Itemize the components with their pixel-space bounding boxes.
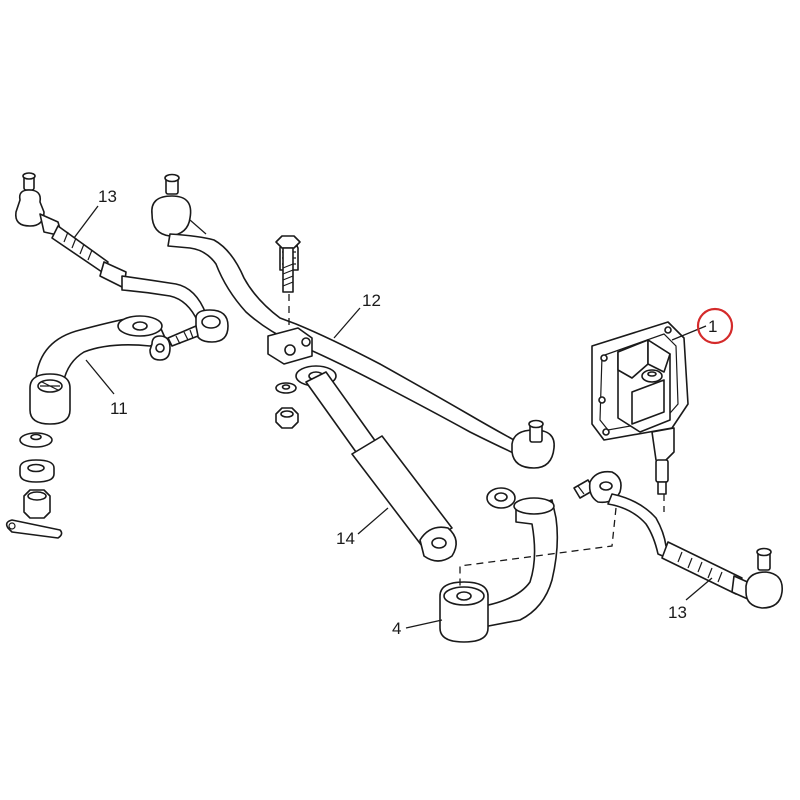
center-drag-link [151,173,555,469]
steering-arm [439,487,559,643]
highlight-circle [696,307,734,345]
callout-14: 14 [336,529,355,548]
damper-bolt [275,235,301,293]
callouts: 13 12 11 14 4 13 1 [98,187,717,638]
callout-1: 1 [708,317,717,336]
leader-lines [73,205,713,629]
callout-4: 4 [392,619,401,638]
callout-13-right: 13 [668,603,687,622]
assembly-dash-lines [459,494,665,586]
callout-11: 11 [110,399,128,418]
steering-gear-bracket [591,321,689,495]
pitman-arm [29,309,229,425]
steering-damper [295,365,457,562]
callout-13-left: 13 [98,187,117,206]
callout-12: 12 [362,291,381,310]
tie-rod-right [573,470,783,609]
left-hardware-stack [5,432,63,539]
